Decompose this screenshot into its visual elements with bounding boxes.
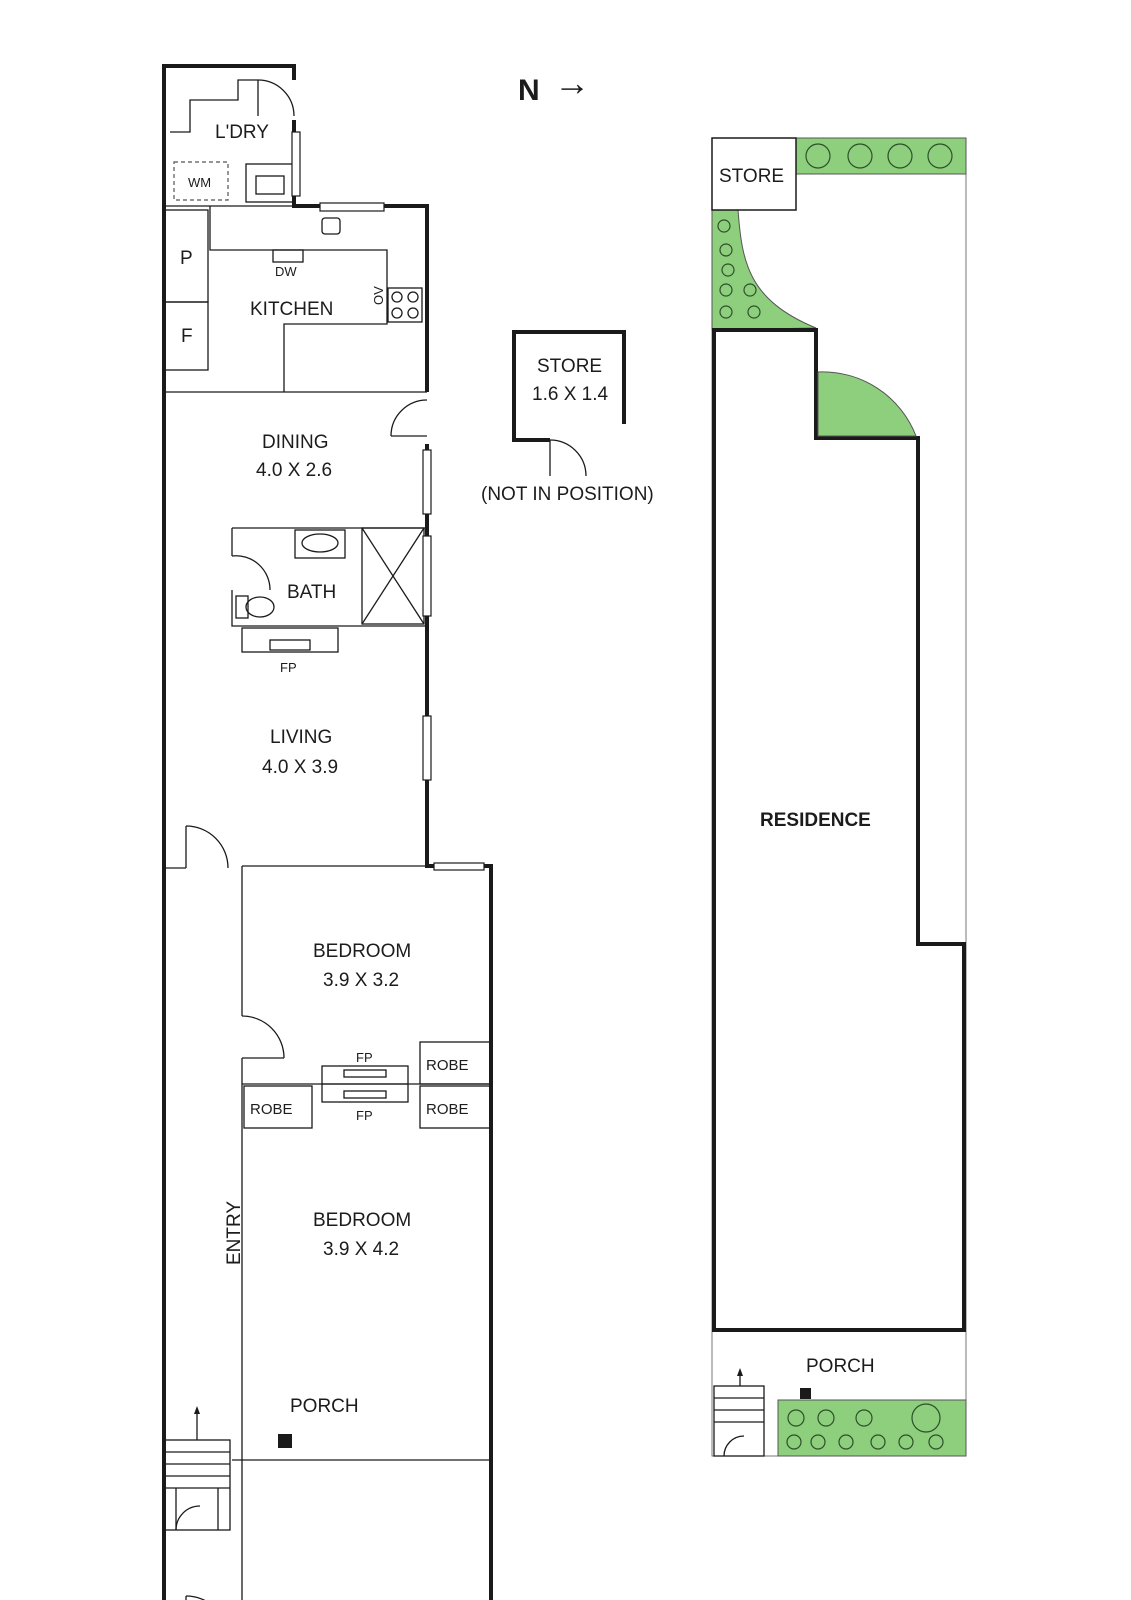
outer-wall-laundry-right — [292, 120, 429, 392]
store-detached-note: (NOT IN POSITION) — [481, 484, 654, 505]
site-store-label: STORE — [719, 166, 784, 187]
garden-top — [795, 137, 967, 175]
residence-outline — [712, 328, 966, 1332]
robe-label-top-right: ROBE — [426, 1057, 469, 1074]
bedroom2-size: 3.9 X 4.2 — [323, 1239, 399, 1260]
site-plan: STORE RESIDENCE PORCH — [711, 137, 967, 1457]
robes-and-fireplaces: FP FP ROBE ROBE ROBE — [242, 1041, 492, 1129]
fridge-label: F — [181, 326, 193, 347]
north-arrow-icon: → — [554, 62, 590, 103]
store-detached: STORE 1.6 X 1.4 (NOT IN POSITION) — [481, 330, 654, 505]
laundry-room: WM L'DRY — [164, 79, 301, 207]
living-label: LIVING — [270, 727, 332, 748]
porch-area: PORCH — [163, 1396, 492, 1600]
entry-label: ENTRY — [224, 1201, 245, 1265]
living-size: 4.0 X 3.9 — [262, 757, 338, 778]
kitchen-label: KITCHEN — [250, 299, 333, 320]
bath-label: BATH — [287, 582, 336, 603]
garden-left — [711, 209, 817, 331]
porch-label: PORCH — [290, 1396, 359, 1417]
residence-label: RESIDENCE — [760, 810, 871, 831]
bedroom2-label: BEDROOM — [313, 1210, 411, 1231]
oven-label: OV — [371, 286, 386, 305]
kitchen-room: DW OV KITCHEN — [164, 202, 427, 393]
garden-courtyard — [817, 371, 917, 437]
entry-hall: ENTRY — [164, 825, 427, 1600]
ground-floor-plan: WM L'DRY DW OV KITCHEN P — [162, 64, 493, 1600]
pantry-fridge: P F — [163, 209, 209, 371]
store-detached-label: STORE — [537, 356, 602, 377]
north-letter: N — [518, 74, 540, 107]
robe-label-left: ROBE — [250, 1101, 293, 1118]
fireplace-label-bedroom2: FP — [356, 1108, 373, 1123]
robe-label-bottom-right: ROBE — [426, 1101, 469, 1118]
site-porch-label: PORCH — [806, 1356, 875, 1377]
shrub-icons-bottom — [786, 1403, 944, 1450]
outer-wall-left — [162, 64, 296, 1600]
living-fireplace: FP — [241, 627, 339, 675]
bedroom1-size: 3.9 X 3.2 — [323, 970, 399, 991]
shrub-icons-top — [805, 143, 953, 169]
north-compass: N → — [518, 62, 590, 107]
dishwasher-label: DW — [275, 264, 297, 279]
garden-bottom — [777, 1399, 967, 1457]
dining-label: DINING — [262, 432, 329, 453]
dining-size: 4.0 X 2.6 — [256, 460, 332, 481]
bath-room: BATH — [231, 527, 432, 627]
washing-machine-label: WM — [188, 175, 211, 190]
store-detached-size: 1.6 X 1.4 — [532, 384, 608, 405]
laundry-label: L'DRY — [215, 122, 269, 143]
shrub-icons-left — [717, 219, 761, 319]
fireplace-label-living: FP — [280, 660, 297, 675]
pantry-label: P — [180, 248, 193, 269]
fireplace-label-bedroom1: FP — [356, 1050, 373, 1065]
bedroom1-label: BEDROOM — [313, 941, 411, 962]
